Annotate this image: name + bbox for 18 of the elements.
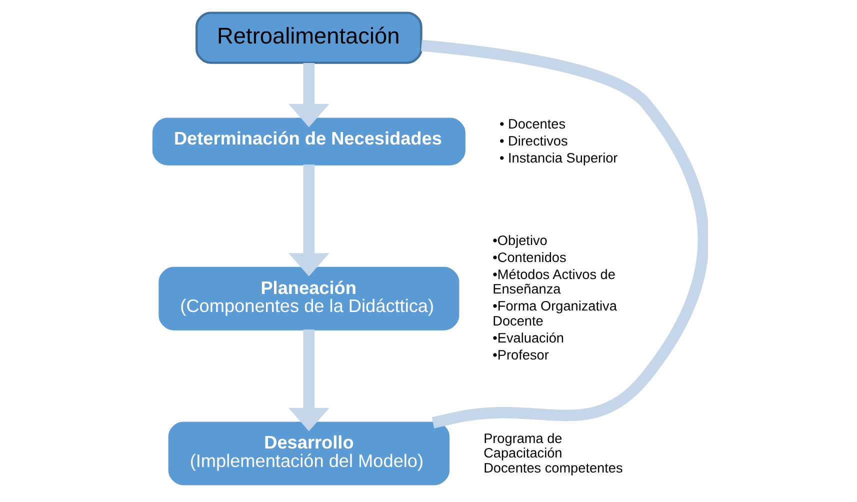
node-box: Determinación de Necesidades bbox=[152, 118, 466, 166]
arrow bbox=[288, 164, 330, 276]
node-label: • Directivos bbox=[499, 134, 568, 149]
node-label: •Evaluación bbox=[492, 330, 564, 346]
node-box: Desarrollo (Implementación del Modelo) bbox=[168, 422, 450, 486]
node-label: • Instancia Superior bbox=[499, 150, 618, 166]
node-label: •Contenidos bbox=[492, 250, 566, 265]
node-label: •Forma Organizativa Docente bbox=[492, 298, 617, 328]
node-box: Planeación (Componentes de la Didácttica) bbox=[158, 266, 460, 330]
node-label: Programa de Capacitación Docentes competentes bbox=[484, 430, 623, 476]
arrow bbox=[288, 62, 330, 128]
node-label: •Objetivo bbox=[492, 232, 548, 248]
arrow bbox=[288, 330, 330, 432]
node-box: Retroalimentación bbox=[196, 12, 422, 64]
node-label: •Profesor bbox=[492, 347, 549, 362]
node-label: •Métodos Activos de Enseñanza bbox=[492, 266, 616, 297]
connector bbox=[420, 40, 708, 428]
node-label: • Docentes bbox=[499, 116, 566, 132]
